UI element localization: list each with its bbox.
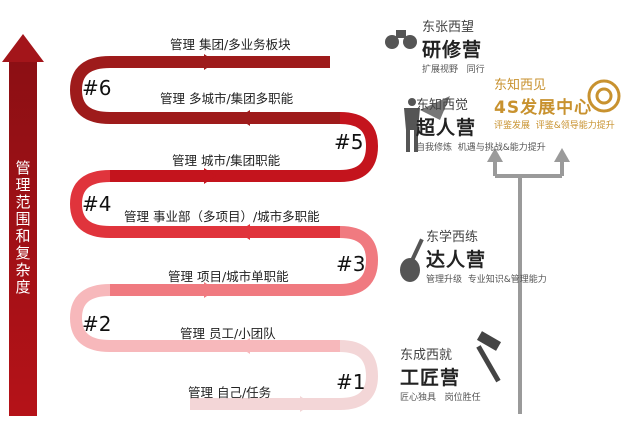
- arrowhead-3: [204, 282, 216, 298]
- axis-arrow-shaft: [9, 62, 37, 416]
- gear-icon: [587, 79, 621, 113]
- superhero-icon: [404, 96, 450, 152]
- level-label-2: 管理 员工/小团队: [180, 326, 276, 341]
- camp-superman-line3: 自我修炼 机遇与挑战&能力提升: [416, 143, 546, 153]
- path-segment-2: [69, 284, 340, 352]
- level-number-1: #1: [336, 370, 366, 394]
- path-segment-5: [110, 112, 379, 182]
- level-label-7: 管理 集团/多业务板块: [170, 37, 291, 52]
- camp-superman-line1: 东知西觉: [416, 98, 469, 113]
- camp-expert-line1: 东学西练: [426, 230, 479, 245]
- arrowhead-5: [204, 168, 216, 184]
- camp-craftsman-line3: 匠心独具 岗位胜任: [400, 393, 481, 403]
- camp-expert-line2: 达人营: [426, 249, 487, 271]
- level-number-6: #6: [82, 76, 112, 100]
- connector-bracket: [493, 160, 564, 414]
- level-label-1: 管理 自己/任务: [188, 385, 272, 400]
- camp-research-line1: 东张西望: [422, 20, 475, 35]
- path-segment-4: [69, 170, 340, 238]
- level-number-2: #2: [82, 312, 112, 336]
- camp-4s-line3: 评鉴发展 评鉴&领导能力提升: [494, 121, 615, 131]
- camp-4s-center: 东知西见 4S发展中心 评鉴发展 评鉴&领导能力提升: [494, 74, 615, 131]
- camp-superman: 东知西觉 超人营 自我修炼 机遇与挑战&能力提升: [416, 94, 546, 153]
- axis-arrow-head: [2, 34, 44, 62]
- camp-research-line3: 扩展视野 同行: [422, 65, 485, 75]
- level-number-4: #4: [82, 192, 112, 216]
- camp-research: 东张西望 研修营 扩展视野 同行: [422, 16, 485, 75]
- level-label-4: 管理 事业部（多项目）/城市多职能: [124, 209, 320, 224]
- arrowhead-top: [204, 54, 216, 70]
- level-number-3: #3: [336, 252, 366, 276]
- camp-expert: 东学西练 达人营 管理升级 专业知识&管理能力: [426, 226, 547, 285]
- binoculars-icon: [385, 30, 417, 49]
- level-label-6: 管理 多城市/集团多职能: [160, 91, 294, 106]
- hammer-icon: [476, 331, 502, 383]
- camp-craftsman: 东成西就 工匠营 匠心独具 岗位胜任: [400, 344, 481, 403]
- guitar-icon: [400, 238, 424, 282]
- axis-label: 管理范围和复杂度: [15, 159, 31, 296]
- camp-craftsman-line1: 东成西就: [400, 348, 453, 363]
- arrowhead-1: [300, 396, 312, 412]
- camp-craftsman-line2: 工匠营: [400, 367, 461, 389]
- camp-4s-line1: 东知西见: [494, 78, 547, 93]
- camp-superman-line2: 超人营: [416, 117, 477, 139]
- path-segment-1: [190, 340, 379, 410]
- arrowhead-6: [238, 110, 250, 126]
- arrowhead-2: [238, 338, 250, 354]
- connector-arrow-right: [554, 148, 570, 162]
- camp-expert-line3: 管理升级 专业知识&管理能力: [426, 275, 547, 285]
- path-segment-3: [110, 226, 379, 296]
- camp-4s-line2: 4S发展中心: [494, 98, 593, 118]
- level-label-5: 管理 城市/集团职能: [172, 153, 281, 168]
- path-segment-6: [69, 56, 340, 124]
- connector-arrow-left: [487, 148, 503, 162]
- arrowhead-4: [238, 224, 250, 240]
- level-number-5: #5: [334, 130, 364, 154]
- camp-research-line2: 研修营: [422, 39, 483, 61]
- level-label-3: 管理 项目/城市单职能: [168, 269, 289, 284]
